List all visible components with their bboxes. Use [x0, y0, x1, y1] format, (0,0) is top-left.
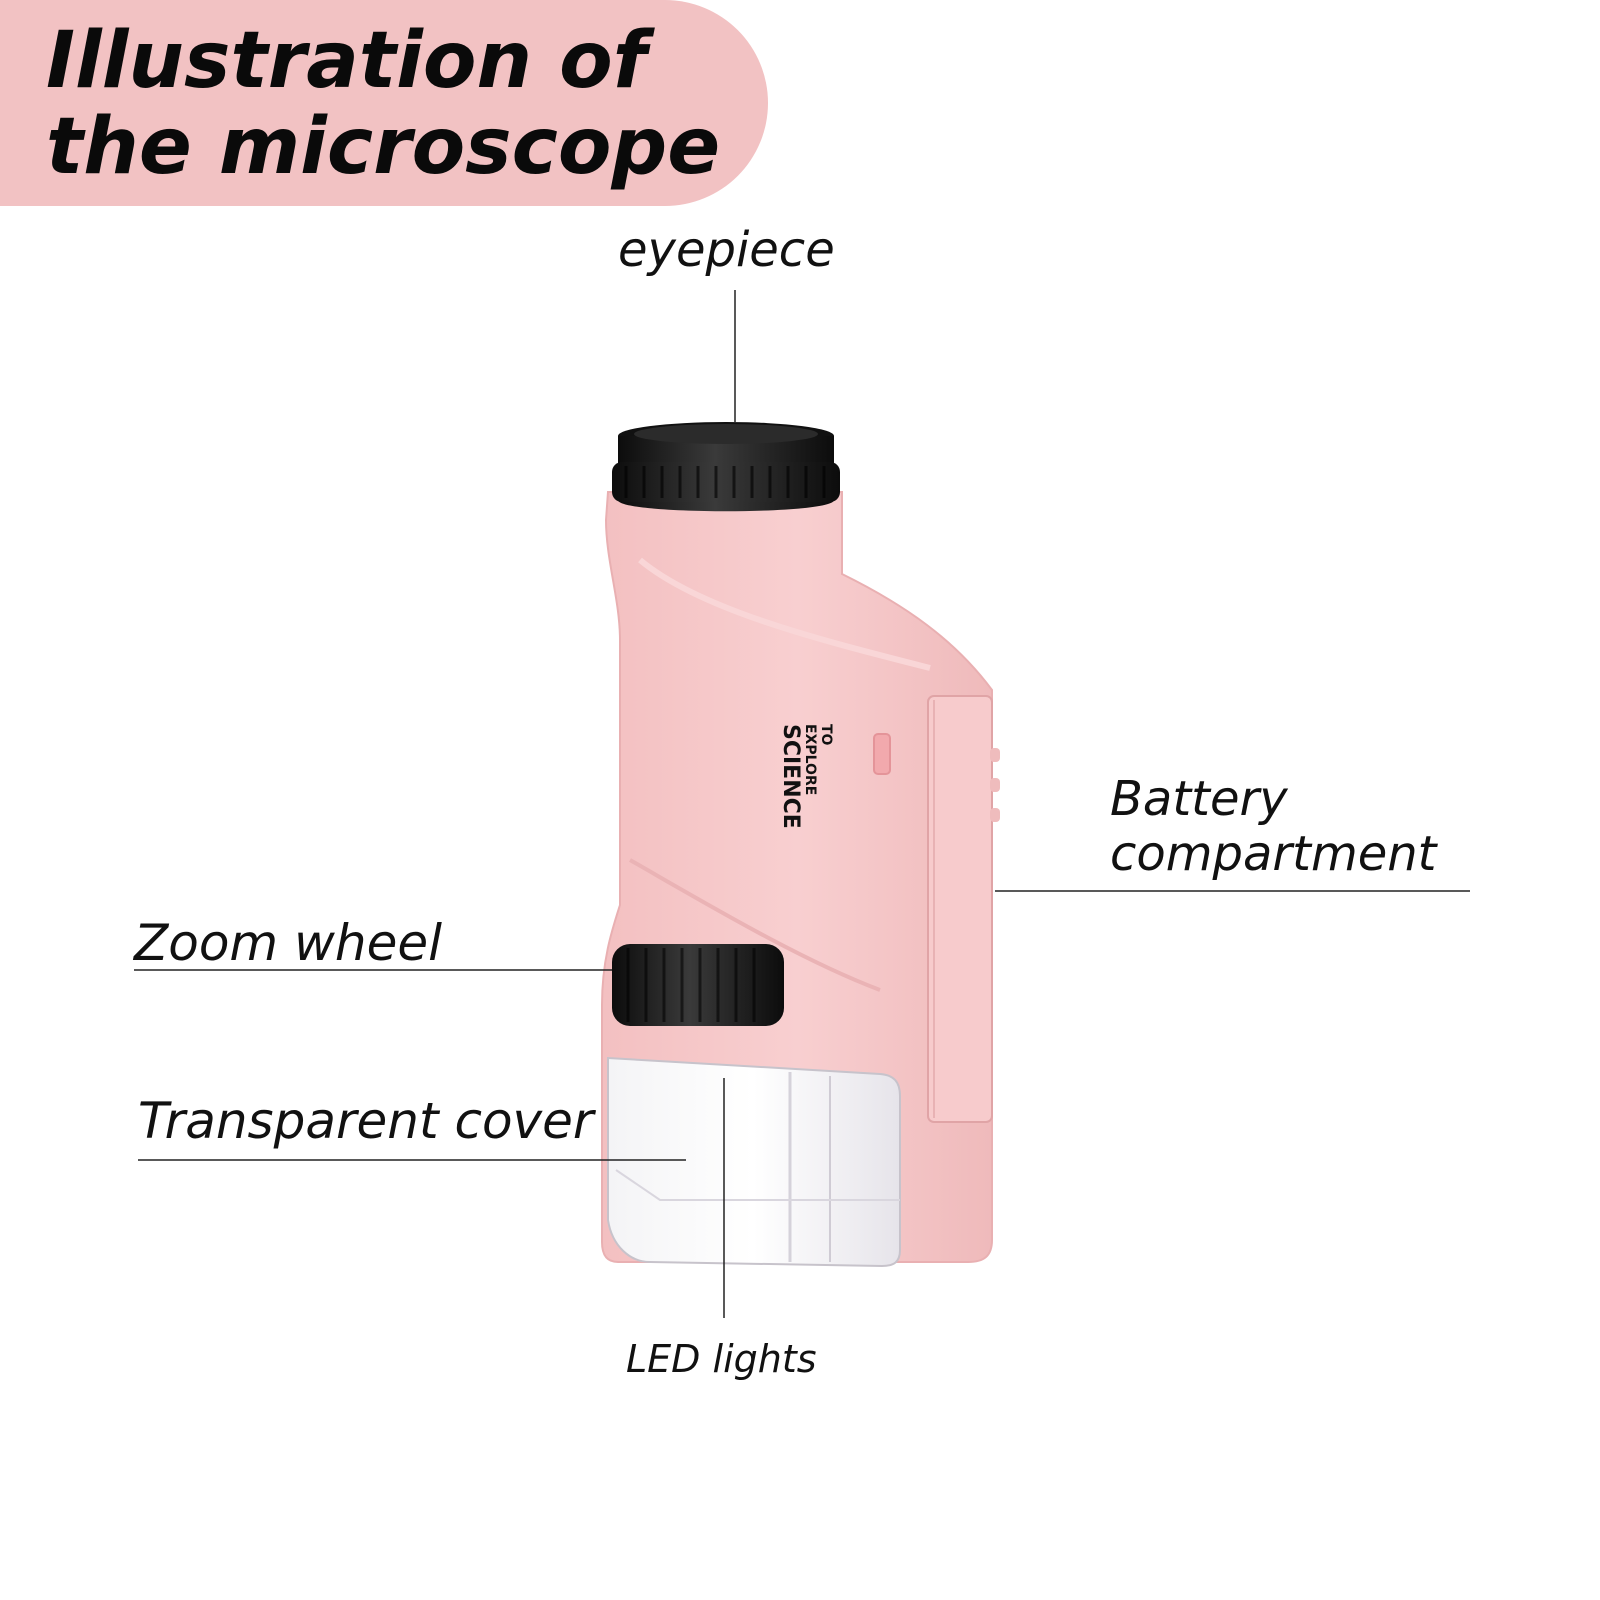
brand-mark: TO EXPLORE SCIENCE [778, 724, 834, 829]
zoom-wheel [612, 944, 784, 1026]
label-transparent-cover: Transparent cover [138, 1092, 594, 1150]
title-line-2: the microscope [46, 102, 721, 192]
label-battery-line-1: Battery [1110, 771, 1288, 827]
label-led-lights: LED lights [626, 1337, 817, 1381]
title-banner: Illustration of the microscope [0, 0, 768, 206]
title-line-1: Illustration of [46, 16, 647, 106]
indicator-slot [873, 733, 891, 775]
leader-lines [134, 290, 1470, 1318]
label-eyepiece: eyepiece [618, 222, 835, 278]
transparent-cover [607, 1056, 901, 1268]
brand-mark-line-1: TO [818, 724, 834, 746]
label-zoom-wheel: Zoom wheel [134, 914, 443, 972]
label-battery-line-2: compartment [1110, 826, 1437, 882]
eyepiece-cap [612, 422, 840, 512]
brand-mark-line-3: SCIENCE [778, 724, 803, 829]
battery-compartment [927, 695, 993, 1123]
brand-mark-line-2: EXPLORE [802, 724, 818, 795]
